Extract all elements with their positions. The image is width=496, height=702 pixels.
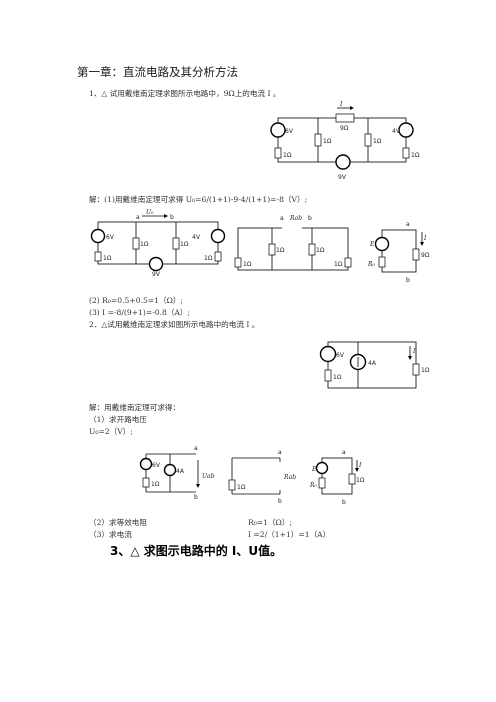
svg-text:1Ω: 1Ω — [276, 247, 285, 254]
problem1-step3: (3) I =-8/(9+1)=-0.8（A）; — [89, 308, 191, 317]
problem2-solution-head: 解：用戴维南定理可求得： — [89, 403, 181, 412]
svg-text:6V: 6V — [336, 352, 345, 359]
resistor-9ohm-label: 9Ω — [340, 125, 349, 132]
svg-text:Rab: Rab — [289, 215, 302, 222]
svg-text:b: b — [406, 277, 410, 284]
svg-text:E: E — [369, 241, 375, 248]
problem2-fig-c: a E R₀ I 1Ω b — [309, 449, 365, 506]
svg-text:1Ω: 1Ω — [243, 261, 252, 268]
svg-text:a: a — [194, 445, 198, 452]
svg-text:1Ω: 1Ω — [237, 484, 246, 491]
svg-text:4A: 4A — [176, 468, 185, 475]
svg-text:1Ω: 1Ω — [140, 241, 149, 248]
svg-text:1Ω: 1Ω — [283, 152, 292, 159]
problem2-u0-line: U₀=2（V）; — [89, 427, 133, 436]
svg-text:1Ω: 1Ω — [180, 241, 189, 248]
svg-text:b: b — [194, 494, 198, 501]
svg-text:9V: 9V — [152, 271, 161, 278]
svg-text:1Ω: 1Ω — [204, 255, 213, 262]
svg-text:4A: 4A — [368, 360, 377, 367]
svg-text:b: b — [170, 214, 174, 221]
chapter-title: 第一章：直流电路及其分析方法 — [77, 65, 238, 79]
problem1-circuit: I 9Ω 6V 1Ω 1Ω 1Ω 4V 1Ω 9V — [270, 101, 420, 181]
problem1-step2: (2) R₀=0.5+0.5=1（Ω）; — [89, 296, 184, 305]
svg-text:Uab: Uab — [202, 473, 215, 480]
svg-text:1Ω: 1Ω — [323, 138, 332, 145]
problem2-fig-a: a 6V 4A Uab 1Ω b — [139, 445, 215, 501]
svg-text:1Ω: 1Ω — [333, 374, 342, 381]
svg-text:U₀: U₀ — [146, 209, 154, 216]
problem2-circuit: 6V 1Ω 4A I 1Ω — [319, 341, 430, 389]
svg-text:1Ω: 1Ω — [334, 261, 343, 268]
svg-text:9Ω: 9Ω — [421, 252, 430, 259]
problem1-fig-b: a Rab b 1Ω 1Ω 1Ω 1Ω — [234, 215, 352, 271]
svg-text:Rab: Rab — [283, 474, 296, 481]
svg-text:R₀: R₀ — [367, 261, 376, 268]
svg-text:E: E — [311, 466, 317, 473]
svg-text:I: I — [412, 348, 416, 355]
svg-text:1Ω: 1Ω — [151, 481, 160, 488]
svg-text:4V: 4V — [392, 128, 401, 135]
svg-text:6V: 6V — [152, 462, 161, 469]
problem2-fig-b: a 1Ω Rab b — [228, 449, 296, 505]
svg-text:1Ω: 1Ω — [411, 152, 420, 159]
problem2-step3-label: （3）求电流 — [89, 530, 132, 539]
svg-text:a: a — [342, 449, 346, 456]
svg-text:R₀: R₀ — [309, 482, 318, 489]
svg-text:b: b — [278, 498, 282, 505]
svg-text:I: I — [358, 462, 362, 469]
svg-text:a: a — [136, 214, 140, 221]
current-label: I — [339, 101, 343, 108]
problem1-fig-c: a E R₀ I 9Ω b — [367, 221, 430, 284]
problem2-step2-label: （2）求等效电阻 — [89, 518, 147, 527]
svg-text:1Ω: 1Ω — [421, 367, 430, 374]
svg-text:6V: 6V — [106, 234, 115, 241]
problem2-step2-value: R₀=1（Ω）; — [248, 518, 292, 527]
svg-text:a: a — [280, 215, 284, 222]
svg-text:b: b — [308, 215, 312, 222]
svg-text:9V: 9V — [338, 174, 347, 181]
svg-text:1Ω: 1Ω — [316, 247, 325, 254]
problem1-solution-line: 解：(1)用戴维南定理可求得 U₀=6/(1+1)-9-4/(1+1)=-8（V… — [89, 195, 308, 204]
problem2-step3-value: I =2/（1+1）=1（A） — [248, 530, 331, 539]
svg-text:a: a — [406, 221, 410, 228]
problem1-fig-a: U₀ a b 6V 1Ω 1Ω 1Ω 4V 1Ω 9V — [90, 209, 226, 278]
svg-text:1Ω: 1Ω — [373, 138, 382, 145]
problem3-statement: 3、△ 求图示电路中的 I、U值。 — [110, 544, 283, 558]
problem2-step1: （1）求开路电压 — [89, 415, 147, 424]
svg-text:4V: 4V — [192, 234, 201, 241]
svg-text:I: I — [423, 235, 427, 242]
source-6v-label: 6V — [285, 128, 294, 135]
svg-text:b: b — [342, 499, 346, 506]
svg-text:a: a — [278, 449, 282, 456]
problem1-statement: 1、△ 试用戴维南定理求图所示电路中，9Ω上的电流 I 。 — [89, 89, 281, 98]
svg-text:1Ω: 1Ω — [103, 255, 112, 262]
svg-text:1Ω: 1Ω — [356, 477, 365, 484]
problem2-statement: 2．△试用戴维南定理求如图所示电路中的电流 I 。 — [89, 320, 260, 329]
